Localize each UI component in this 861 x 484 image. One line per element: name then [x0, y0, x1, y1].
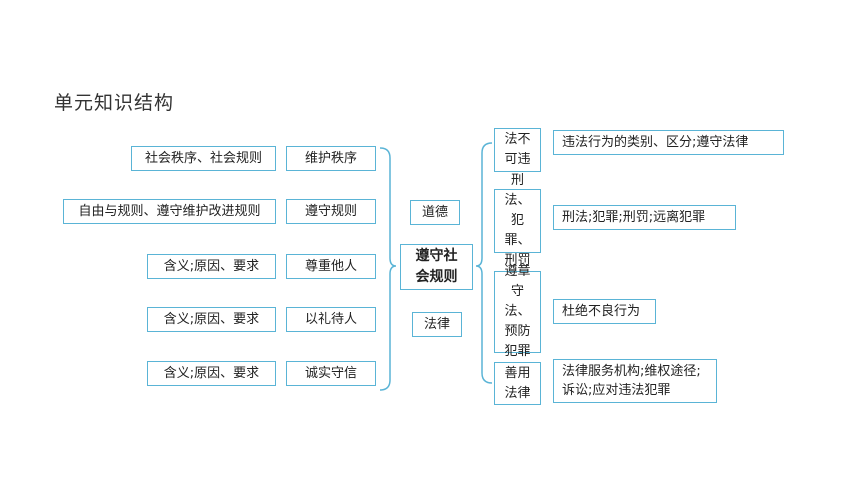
- left-bracket: [379, 147, 397, 391]
- left-detail-5: 含义;原因、要求: [147, 361, 276, 386]
- right-topic-3: 遵章守法、预防犯罪: [494, 264, 541, 359]
- center-node: 遵守社会规则: [400, 244, 473, 290]
- left-topic-2: 遵守规则: [286, 199, 376, 224]
- right-topic-1: 法不可违: [494, 128, 541, 172]
- left-topic-5: 诚实守信: [286, 361, 376, 386]
- left-detail-3: 含义;原因、要求: [147, 254, 276, 279]
- mid-node-law: 法律: [412, 312, 462, 337]
- right-detail-3: 杜绝不良行为: [553, 299, 656, 324]
- section-title: 单元知识结构: [54, 92, 175, 114]
- right-detail-4: 法律服务机构;维权途径;诉讼;应对违法犯罪: [553, 359, 717, 403]
- left-topic-1: 维护秩序: [286, 146, 376, 171]
- left-topic-3: 尊重他人: [286, 254, 376, 279]
- mid-node-morality: 道德: [410, 200, 460, 225]
- left-detail-1: 社会秩序、社会规则: [131, 146, 276, 171]
- right-topic-2: 刑法、犯罪、刑罚: [494, 173, 541, 268]
- left-detail-4: 含义;原因、要求: [147, 307, 276, 332]
- right-detail-2: 刑法;犯罪;刑罚;远离犯罪: [553, 205, 736, 230]
- right-topic-4: 善用法律: [494, 362, 541, 405]
- right-detail-1: 违法行为的类别、区分;遵守法律: [553, 130, 784, 155]
- left-topic-4: 以礼待人: [286, 307, 376, 332]
- right-bracket: [475, 142, 493, 384]
- left-detail-2: 自由与规则、遵守维护改进规则: [63, 199, 276, 224]
